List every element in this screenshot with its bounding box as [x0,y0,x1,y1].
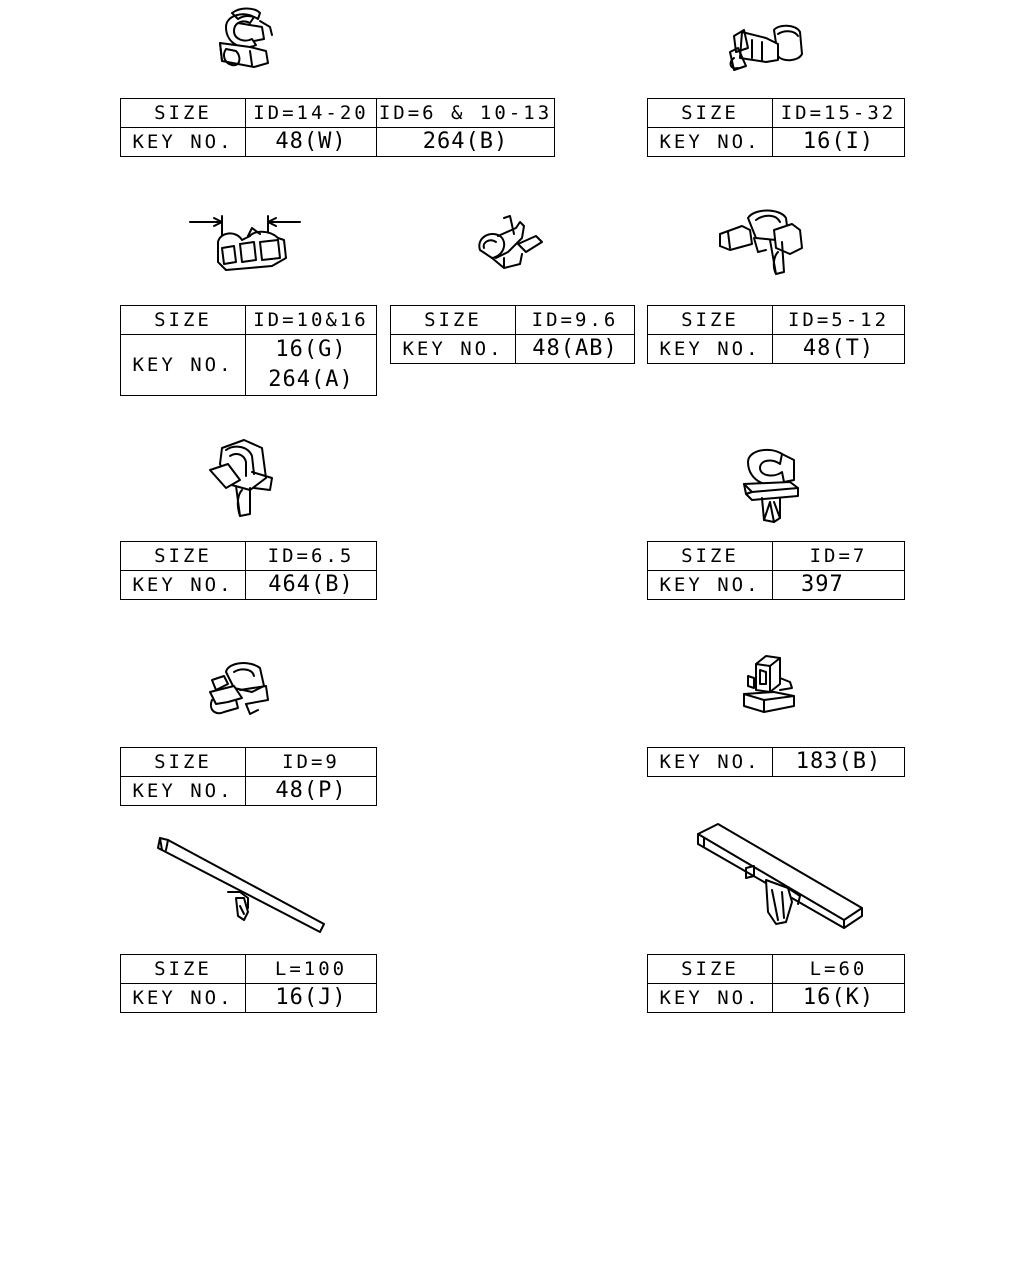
clip-drawing-48w [210,5,280,75]
size-value: ID=7 [772,541,905,571]
spec-table-3: SIZE ID=10&16 KEY NO. 16(G) 264(A) [120,305,377,396]
clip-drawing-48p [206,660,274,718]
key-label: KEY NO. [647,570,773,600]
size-row: SIZE ID=5-12 [647,305,905,335]
key-label: KEY NO. [647,127,773,157]
key-label: KEY NO. [647,747,773,777]
key-row: KEY NO. 16(G) 264(A) [120,334,377,396]
size-row: SIZE ID=15-32 [647,98,905,128]
size-row: SIZE ID=7 [647,541,905,571]
key-row: KEY NO. 16(K) [647,983,905,1013]
clip-drawing-48ab [474,214,546,272]
size-value: ID=6.5 [245,541,377,571]
clip-drawing-48t [714,208,806,278]
spec-table-1: SIZE ID=14-20 ID=6 & 10-13 KEY NO. 48(W)… [120,98,555,157]
size-value: L=60 [772,954,905,984]
size-label: SIZE [647,305,773,335]
key-row: KEY NO. 183(B) [647,747,905,777]
clip-drawing-397 [740,446,802,524]
size-row: SIZE L=100 [120,954,377,984]
key-value: 48(P) [245,776,377,806]
key-row: KEY NO. 48(P) [120,776,377,806]
key-row: KEY NO. 16(J) [120,983,377,1013]
key-row: KEY NO. 48(AB) [390,334,635,364]
spec-table-4: SIZE ID=9.6 KEY NO. 48(AB) [390,305,635,364]
key-label: KEY NO. [647,983,773,1013]
spec-table-9: KEY NO. 183(B) [647,747,905,777]
size-value: ID=10&16 [245,305,377,335]
spec-table-7: SIZE ID=7 KEY NO. 397 [647,541,905,600]
size-label: SIZE [120,305,246,335]
key-row: KEY NO. 397 [647,570,905,600]
key-row: KEY NO. 464(B) [120,570,377,600]
key-value: 183(B) [772,747,905,777]
key-value: 48(T) [772,334,905,364]
size-value: ID=15-32 [772,98,905,128]
key-value: 16(K) [772,983,905,1013]
key-label: KEY NO. [120,334,246,396]
size-value: ID=6 & 10-13 [376,98,555,128]
key-value: 464(B) [245,570,377,600]
spec-table-11: SIZE L=60 KEY NO. 16(K) [647,954,905,1013]
key-label: KEY NO. [120,983,246,1013]
key-value: 264(B) [376,127,555,157]
size-row: SIZE ID=9 [120,747,377,777]
key-value: 397 [772,570,905,600]
size-value: L=100 [245,954,377,984]
size-label: SIZE [647,541,773,571]
key-label: KEY NO. [120,570,246,600]
key-row: KEY NO. 48(T) [647,334,905,364]
key-value: 48(W) [245,127,377,157]
size-label: SIZE [647,954,773,984]
key-label: KEY NO. [390,334,516,364]
key-label: KEY NO. [120,127,246,157]
clip-drawing-16g [188,210,304,278]
key-value: 16(J) [245,983,377,1013]
size-value: ID=9.6 [515,305,635,335]
key-value-line: 264(A) [268,367,354,392]
size-label: SIZE [647,98,773,128]
spec-table-6: SIZE ID=6.5 KEY NO. 464(B) [120,541,377,600]
size-label: SIZE [120,541,246,571]
size-label: SIZE [120,747,246,777]
size-row: SIZE ID=9.6 [390,305,635,335]
size-value: ID=14-20 [245,98,377,128]
size-label: SIZE [120,954,246,984]
size-label: SIZE [120,98,246,128]
size-row: SIZE ID=10&16 [120,305,377,335]
size-value: ID=9 [245,747,377,777]
clip-drawing-464b [206,438,278,520]
key-row: KEY NO. 16(I) [647,127,905,157]
key-value: 16(G) 264(A) [245,334,377,396]
size-row: SIZE L=60 [647,954,905,984]
spec-table-10: SIZE L=100 KEY NO. 16(J) [120,954,377,1013]
strip-drawing-16k [692,822,866,934]
key-value: 16(I) [772,127,905,157]
size-label: SIZE [390,305,516,335]
size-row: SIZE ID=14-20 ID=6 & 10-13 [120,98,555,128]
spec-table-8: SIZE ID=9 KEY NO. 48(P) [120,747,377,806]
key-value: 48(AB) [515,334,635,364]
clip-drawing-183b [738,654,800,718]
clip-drawing-16i [722,22,808,74]
key-value-line: 16(G) [275,337,347,362]
strip-drawing-16j [152,836,328,936]
key-label: KEY NO. [120,776,246,806]
spec-table-2: SIZE ID=15-32 KEY NO. 16(I) [647,98,905,157]
spec-table-5: SIZE ID=5-12 KEY NO. 48(T) [647,305,905,364]
size-row: SIZE ID=6.5 [120,541,377,571]
key-label: KEY NO. [647,334,773,364]
key-row: KEY NO. 48(W) 264(B) [120,127,555,157]
size-value: ID=5-12 [772,305,905,335]
